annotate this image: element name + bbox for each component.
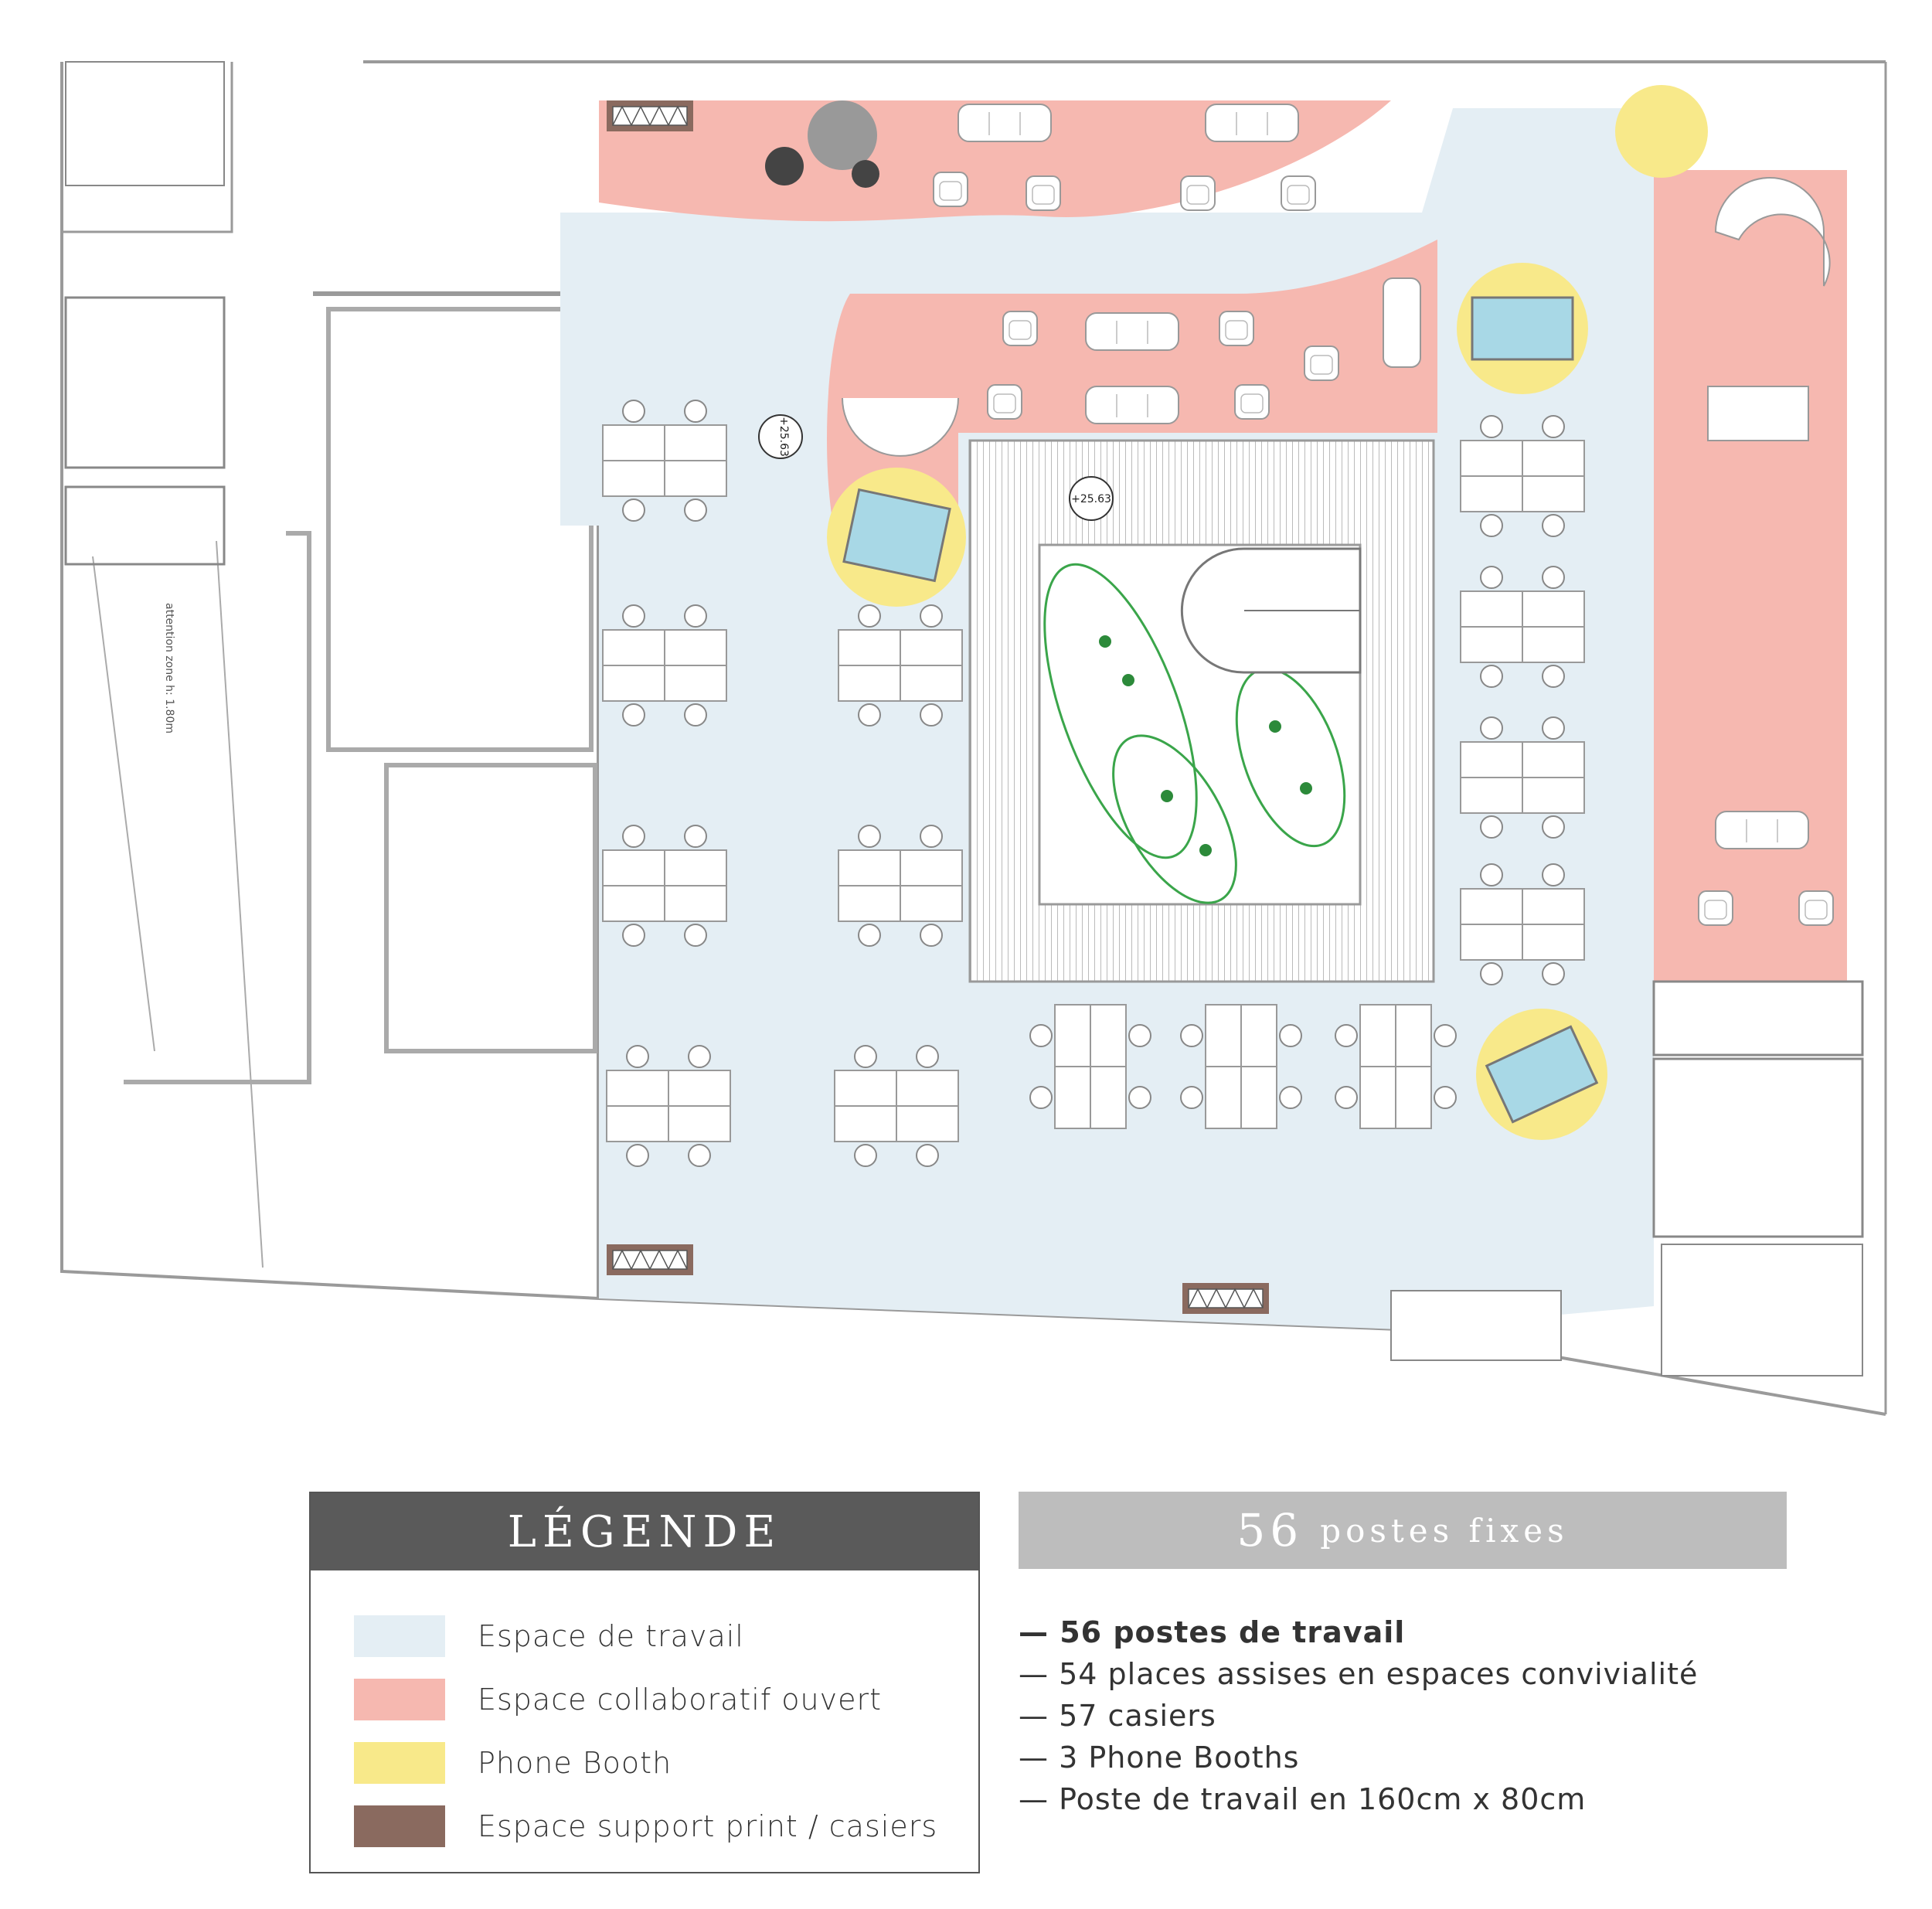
- legend-title: LÉGENDE: [311, 1493, 978, 1570]
- legend-swatch: [354, 1742, 445, 1784]
- locker-unit: [606, 1244, 694, 1276]
- legend-label: Phone Booth: [478, 1746, 672, 1780]
- legend-label: Espace de travail: [478, 1619, 744, 1653]
- stats-list: — 56 postes de travail — 54 places assis…: [1019, 1611, 1698, 1820]
- collab-area-right: [1654, 170, 1847, 982]
- legend-item-workspace: Espace de travail: [354, 1615, 744, 1657]
- atrium: [968, 439, 1435, 983]
- elevation-label-1: +25.63: [777, 417, 790, 457]
- legend-panel: LÉGENDE Espace de travail Espace collabo…: [309, 1492, 980, 1873]
- stats-line: — 57 casiers: [1019, 1699, 1216, 1733]
- legend-swatch: [354, 1805, 445, 1847]
- locker-unit: [606, 100, 694, 132]
- lounge-furniture: [765, 100, 1834, 926]
- stats-unit: postes fixes: [1320, 1511, 1569, 1550]
- services-block: [1390, 980, 1864, 1376]
- phone-booth-3: [1476, 1009, 1607, 1140]
- legend-swatch: [354, 1679, 445, 1720]
- plan-note: attention zone h: 1.80m: [163, 603, 175, 733]
- stats-line: — 3 Phone Booths: [1019, 1741, 1300, 1775]
- phone-booth-corner: [1615, 85, 1708, 178]
- legend-item-collaborative: Espace collaboratif ouvert: [354, 1679, 882, 1720]
- legend-label: Espace support print / casiers: [478, 1809, 938, 1843]
- locker-unit: [1182, 1282, 1270, 1315]
- legend-label: Espace collaboratif ouvert: [478, 1683, 883, 1717]
- legend-item-phone-booth: Phone Booth: [354, 1742, 672, 1784]
- phone-booth-1: [827, 468, 966, 607]
- stats-line: — 54 places assises en espaces convivial…: [1019, 1657, 1699, 1691]
- elevation-label-2: +25.63: [1071, 493, 1111, 505]
- stats-line: — 56 postes de travail: [1019, 1615, 1406, 1649]
- legend-item-support: Espace support print / casiers: [354, 1805, 937, 1847]
- stats-line: — Poste de travail en 160cm x 80cm: [1019, 1782, 1587, 1816]
- stats-count: 56: [1236, 1504, 1304, 1557]
- phone-booth-2: [1457, 263, 1588, 394]
- floor-plan: attention zone h: 1.80m +25.63: [60, 60, 1887, 1416]
- legend-swatch: [354, 1615, 445, 1657]
- stats-header: 56 postes fixes: [1019, 1492, 1787, 1569]
